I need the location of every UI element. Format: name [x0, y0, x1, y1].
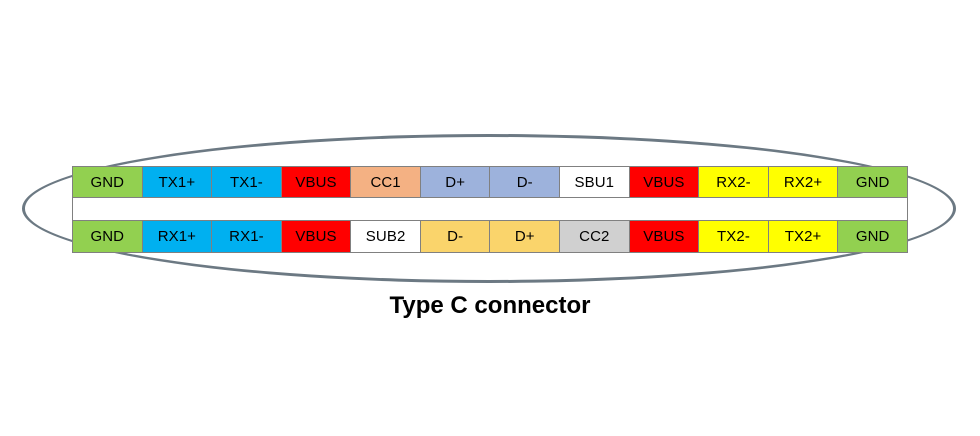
pin-cell-gnd: GND [838, 221, 907, 252]
pin-cell-sbu1: SBU1 [560, 167, 630, 197]
pin-cell-d-: D- [420, 221, 491, 252]
pin-cell-gnd: GND [838, 167, 907, 197]
pin-cell-rx2-: RX2- [699, 167, 769, 197]
pin-cell-vbus: VBUS [281, 221, 352, 252]
pin-cell-tx1-: TX1- [212, 167, 282, 197]
pin-cell-tx2-: TX2+ [768, 221, 839, 252]
pin-cell-gnd: GND [73, 167, 143, 197]
pin-cell-cc1: CC1 [351, 167, 421, 197]
connector-shell-outline [22, 134, 956, 283]
pin-cell-d-: D+ [490, 221, 561, 252]
pin-row-middle-spacer [72, 197, 908, 221]
pin-cell-vbus: VBUS [281, 167, 352, 197]
pin-cell-vbus: VBUS [629, 167, 700, 197]
pin-cell-d-: D+ [420, 167, 491, 197]
pin-cell-d-: D- [490, 167, 561, 197]
pin-cell-tx1-: TX1+ [142, 167, 213, 197]
diagram-caption: Type C connector [389, 292, 591, 319]
pin-cell-tx2-: TX2- [699, 221, 769, 252]
pin-cell-gnd: GND [73, 221, 143, 252]
pin-cell-cc2: CC2 [560, 221, 630, 252]
pin-cell-rx2-: RX2+ [768, 167, 839, 197]
pin-cell-rx1-: RX1+ [142, 221, 213, 252]
pin-cell-vbus: VBUS [629, 221, 700, 252]
pin-cell-sub2: SUB2 [351, 221, 421, 252]
pin-cell-rx1-: RX1- [212, 221, 282, 252]
